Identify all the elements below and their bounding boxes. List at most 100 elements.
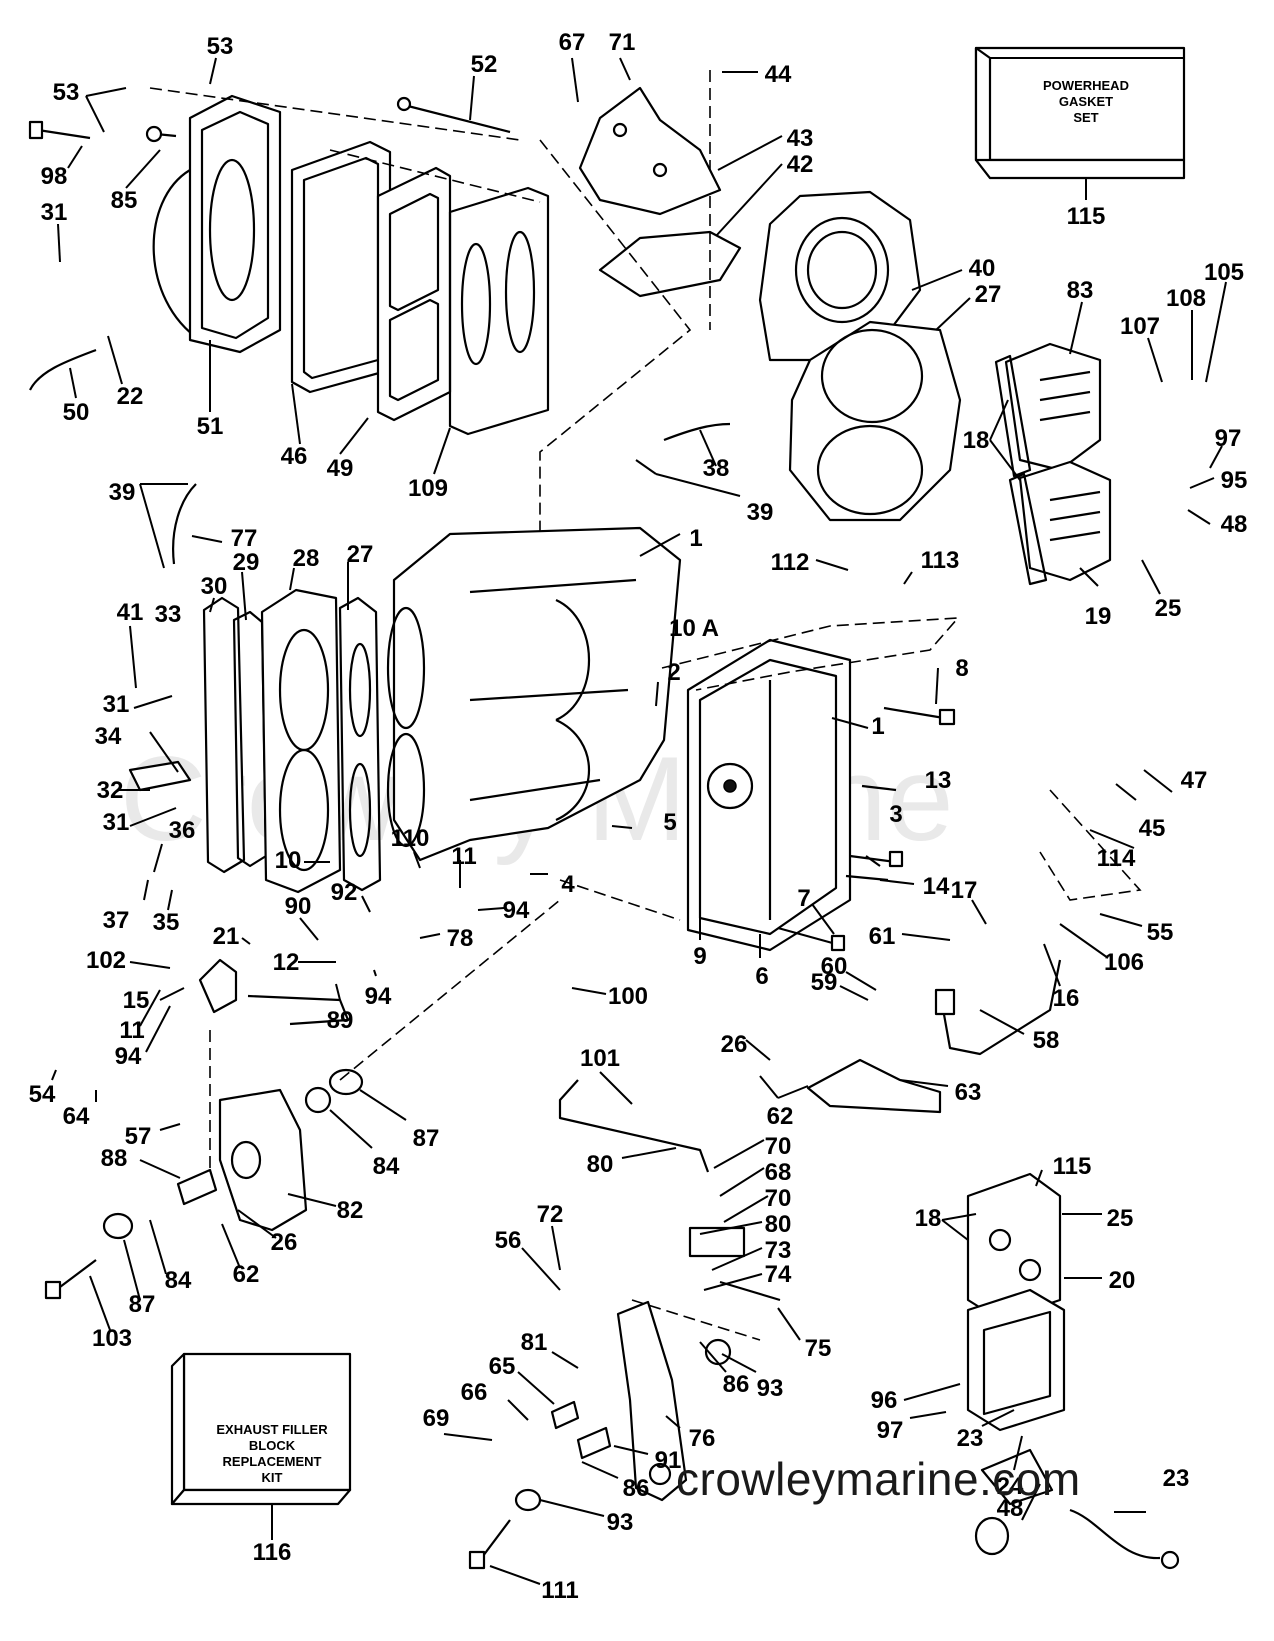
callout-17[interactable]: 17 bbox=[951, 877, 978, 904]
callout-78[interactable]: 78 bbox=[447, 925, 474, 952]
callout-113[interactable]: 113 bbox=[921, 547, 960, 574]
powerhead-gasket-set-box[interactable]: POWERHEAD GASKET SET bbox=[974, 46, 1186, 200]
callout-64[interactable]: 64 bbox=[63, 1103, 90, 1130]
callout-18[interactable]: 18 bbox=[963, 427, 990, 454]
callout-112[interactable]: 112 bbox=[771, 549, 810, 576]
callout-93[interactable]: 93 bbox=[757, 1375, 784, 1402]
callout-20[interactable]: 20 bbox=[1109, 1267, 1136, 1294]
callout-98[interactable]: 98 bbox=[41, 163, 68, 190]
callout-54[interactable]: 54 bbox=[29, 1081, 56, 1108]
callout-73[interactable]: 73 bbox=[765, 1237, 792, 1264]
callout-81[interactable]: 81 bbox=[521, 1329, 548, 1356]
callout-27[interactable]: 27 bbox=[975, 281, 1002, 308]
callout-65[interactable]: 65 bbox=[489, 1353, 516, 1380]
callout-53[interactable]: 53 bbox=[207, 33, 234, 60]
callout-69[interactable]: 69 bbox=[423, 1405, 450, 1432]
callout-52[interactable]: 52 bbox=[471, 51, 498, 78]
exhaust-cover-115[interactable] bbox=[966, 1172, 1062, 1322]
callout-106[interactable]: 106 bbox=[1104, 949, 1144, 976]
callout-21[interactable]: 21 bbox=[213, 923, 240, 950]
callout-86[interactable]: 86 bbox=[723, 1371, 750, 1398]
callout-80[interactable]: 80 bbox=[765, 1211, 792, 1238]
callout-94[interactable]: 94 bbox=[365, 983, 392, 1010]
callout-34[interactable]: 34 bbox=[95, 723, 122, 750]
sleeve-88[interactable] bbox=[176, 1168, 218, 1206]
callout-101[interactable]: 101 bbox=[580, 1045, 620, 1072]
callout-32[interactable]: 32 bbox=[97, 777, 124, 804]
callout-51[interactable]: 51 bbox=[197, 413, 224, 440]
callout-23[interactable]: 23 bbox=[957, 1425, 984, 1452]
head-gasket-27-top[interactable] bbox=[788, 320, 962, 522]
head-gasket-27[interactable] bbox=[338, 596, 382, 892]
callout-12[interactable]: 12 bbox=[273, 949, 300, 976]
callout-115-powerhead[interactable]: 115 bbox=[1067, 203, 1106, 230]
callout-53[interactable]: 53 bbox=[53, 79, 80, 106]
callout-115[interactable]: 115 bbox=[1053, 1153, 1092, 1180]
callout-4[interactable]: 4 bbox=[561, 871, 575, 898]
callout-93[interactable]: 93 bbox=[607, 1509, 634, 1536]
callout-108[interactable]: 108 bbox=[1166, 285, 1206, 312]
callout-42[interactable]: 42 bbox=[787, 151, 814, 178]
callout-24[interactable]: 24 bbox=[997, 1473, 1024, 1500]
bolt-3[interactable] bbox=[849, 850, 904, 868]
bolt-75[interactable] bbox=[719, 1280, 781, 1302]
hose-50[interactable] bbox=[29, 348, 97, 391]
callout-87[interactable]: 87 bbox=[413, 1125, 440, 1152]
callout-2[interactable]: 2 bbox=[667, 659, 680, 686]
callout-47[interactable]: 47 bbox=[1181, 767, 1208, 794]
exhaust-plate-20[interactable] bbox=[966, 1288, 1066, 1432]
callout-41[interactable]: 41 bbox=[117, 599, 144, 626]
reed-block-19[interactable] bbox=[1018, 460, 1112, 582]
gasket-18-top[interactable] bbox=[994, 354, 1032, 478]
callout-87[interactable]: 87 bbox=[129, 1291, 156, 1318]
callout-105[interactable]: 105 bbox=[1204, 259, 1244, 286]
callout-46[interactable]: 46 bbox=[281, 443, 308, 470]
bolt-103[interactable] bbox=[44, 1259, 97, 1300]
callout-84[interactable]: 84 bbox=[165, 1267, 192, 1294]
callout-82[interactable]: 82 bbox=[337, 1197, 364, 1224]
callout-33[interactable]: 33 bbox=[155, 601, 182, 628]
top-bracket-71[interactable] bbox=[578, 86, 722, 216]
callout-26[interactable]: 26 bbox=[271, 1229, 298, 1256]
bolt-8[interactable] bbox=[883, 706, 956, 726]
callout-83[interactable]: 83 bbox=[1067, 277, 1094, 304]
callout-39[interactable]: 39 bbox=[747, 499, 774, 526]
callout-26[interactable]: 26 bbox=[721, 1031, 748, 1058]
link-block-68[interactable] bbox=[688, 1226, 746, 1258]
callout-44[interactable]: 44 bbox=[765, 61, 792, 88]
callout-49[interactable]: 49 bbox=[327, 455, 354, 482]
callout-35[interactable]: 35 bbox=[153, 909, 180, 936]
callout-13[interactable]: 13 bbox=[925, 767, 952, 794]
callout-15[interactable]: 15 bbox=[123, 987, 150, 1014]
callout-31[interactable]: 31 bbox=[41, 199, 68, 226]
callout-89[interactable]: 89 bbox=[327, 1007, 354, 1034]
callout-84[interactable]: 84 bbox=[373, 1153, 400, 1180]
callout-75[interactable]: 75 bbox=[805, 1335, 832, 1362]
callout-7[interactable]: 7 bbox=[797, 885, 810, 912]
callout-23[interactable]: 23 bbox=[1163, 1465, 1190, 1492]
callout-36[interactable]: 36 bbox=[169, 817, 196, 844]
callout-56[interactable]: 56 bbox=[495, 1227, 522, 1254]
reed-block-83[interactable] bbox=[1004, 342, 1102, 472]
callout-39[interactable]: 39 bbox=[109, 479, 136, 506]
throttle-lever-58[interactable] bbox=[934, 959, 1062, 1056]
callout-11[interactable]: 11 bbox=[119, 1017, 144, 1044]
callout-94[interactable]: 94 bbox=[115, 1043, 142, 1070]
bolt-98[interactable] bbox=[28, 120, 91, 140]
callout-71[interactable]: 71 bbox=[609, 29, 636, 56]
callout-45[interactable]: 45 bbox=[1139, 815, 1166, 842]
callout-48[interactable]: 48 bbox=[1221, 511, 1248, 538]
callout-29[interactable]: 29 bbox=[233, 549, 260, 576]
washer-93b[interactable] bbox=[514, 1488, 542, 1512]
callout-77[interactable]: 77 bbox=[231, 525, 258, 552]
callout-38[interactable]: 38 bbox=[703, 455, 730, 482]
cam-lever-82[interactable] bbox=[218, 1088, 308, 1232]
callout-66[interactable]: 66 bbox=[461, 1379, 488, 1406]
callout-25[interactable]: 25 bbox=[1155, 595, 1182, 622]
washer-87a[interactable] bbox=[328, 1068, 364, 1096]
callout-1[interactable]: 1 bbox=[871, 713, 884, 740]
callout-61[interactable]: 61 bbox=[869, 923, 896, 950]
callout-114[interactable]: 114 bbox=[1097, 845, 1136, 872]
washer-87b[interactable] bbox=[102, 1212, 134, 1240]
callout-55[interactable]: 55 bbox=[1147, 919, 1174, 946]
